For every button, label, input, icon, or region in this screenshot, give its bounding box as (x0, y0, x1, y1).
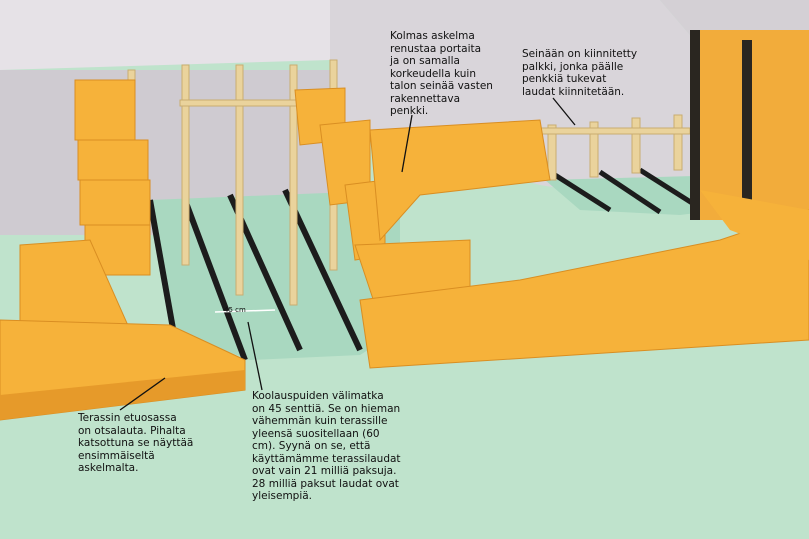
main-deck (359, 209, 809, 369)
upper-deck (369, 119, 551, 242)
fascia-board (0, 370, 245, 420)
callout-joist-spacing: Koolauspuiden välimatka on 45 senttiä. S… (252, 390, 401, 502)
callout-beam: Seinään on kiinnitetty palkki, jonka pää… (522, 48, 638, 98)
dimension-line (214, 309, 276, 313)
wall-slats (690, 30, 809, 220)
deck-right-upper (700, 190, 809, 260)
callout-steps: Kolmas askelma renustaa portaita ja on s… (390, 30, 493, 117)
left-stairs (19, 79, 151, 341)
callout-fascia: Terassin etuosassa on otsalauta. Pihalta… (78, 412, 194, 474)
leader-lines (119, 97, 576, 411)
right-stairs (294, 87, 471, 306)
bench-supports (539, 114, 691, 181)
house-wall-left (0, 0, 330, 70)
dimension-label: 45 cm (224, 306, 246, 314)
